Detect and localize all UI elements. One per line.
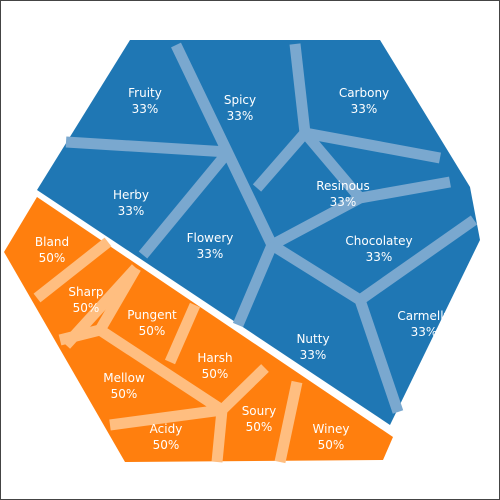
orange-cell-border: [58, 324, 102, 346]
orange-cell-border: [274, 380, 303, 464]
cell-label-resinous: Resinous 33%: [316, 179, 370, 209]
cell-value: 50%: [111, 387, 138, 401]
cell-name: Bland: [35, 235, 69, 249]
cell-name: Soury: [242, 404, 277, 418]
cell-name: Pungent: [127, 308, 177, 322]
blue-cell-border: [300, 129, 365, 202]
cell-label-mellow: Mellow 50%: [103, 371, 145, 401]
cell-label-winey: Winey 50%: [312, 422, 349, 452]
orange-cell-border: [164, 302, 201, 365]
orange-cell-border: [218, 364, 269, 414]
cell-value: 50%: [246, 420, 273, 434]
cell-value: 33%: [351, 102, 378, 116]
cell-name: Carbony: [339, 86, 389, 100]
cell-label-sharp: Sharp 50%: [68, 285, 103, 315]
cell-name: Winey: [312, 422, 349, 436]
cell-value: 50%: [202, 367, 229, 381]
cell-value: 33%: [366, 250, 393, 264]
cell-value: 50%: [39, 251, 66, 265]
cell-value: 50%: [318, 438, 345, 452]
cell-name: Flowery: [187, 231, 234, 245]
orange-cell-border: [211, 409, 228, 463]
blue-cell-border: [252, 129, 310, 192]
cell-value: 33%: [197, 247, 224, 261]
orange-cell-border: [109, 404, 223, 431]
cell-label-nutty: Nutty 33%: [296, 332, 329, 362]
cell-name: Sharp: [68, 285, 103, 299]
cell-label-herby: Herby 33%: [113, 188, 149, 218]
cell-name: Acidy: [150, 422, 183, 436]
cell-name: Carmelly: [397, 309, 450, 323]
cell-value: 33%: [118, 204, 145, 218]
cell-name: Fruity: [128, 86, 162, 100]
cell-value: 50%: [139, 324, 166, 338]
cell-name: Chocolatey: [345, 234, 412, 248]
orange-cell-border: [33, 237, 112, 303]
cell-name: Spicy: [224, 93, 256, 107]
cell-name: Mellow: [103, 371, 145, 385]
cell-label-acidy: Acidy 50%: [150, 422, 183, 452]
cell-label-soury: Soury 50%: [242, 404, 277, 434]
blue-cell-border: [356, 215, 478, 305]
cell-name: Resinous: [316, 179, 370, 193]
cell-value: 50%: [73, 301, 100, 315]
cell-name: Herby: [113, 188, 149, 202]
cell-value: 33%: [300, 348, 327, 362]
cell-label-chocolatey: Chocolatey 33%: [345, 234, 412, 264]
cell-value: 50%: [153, 438, 180, 452]
cell-value: 33%: [132, 102, 159, 116]
cell-label-bland: Bland 50%: [35, 235, 69, 265]
cell-label-carbony: Carbony 33%: [339, 86, 389, 116]
cell-name: Nutty: [296, 332, 329, 346]
cell-label-harsh: Harsh 50%: [197, 351, 232, 381]
cell-value: 33%: [227, 109, 254, 123]
cell-value: 33%: [411, 325, 438, 339]
cell-label-fruity: Fruity 33%: [128, 86, 162, 116]
blue-cell-border: [65, 136, 229, 158]
cell-label-pungent: Pungent 50%: [127, 308, 177, 338]
blue-cell-border: [138, 148, 233, 259]
cell-label-carmelly: Carmelly 33%: [397, 309, 450, 339]
cell-value: 33%: [330, 195, 357, 209]
cell-label-spicy: Spicy 33%: [224, 93, 256, 123]
cell-name: Harsh: [197, 351, 232, 365]
cell-label-flowery: Flowery 33%: [187, 231, 234, 261]
